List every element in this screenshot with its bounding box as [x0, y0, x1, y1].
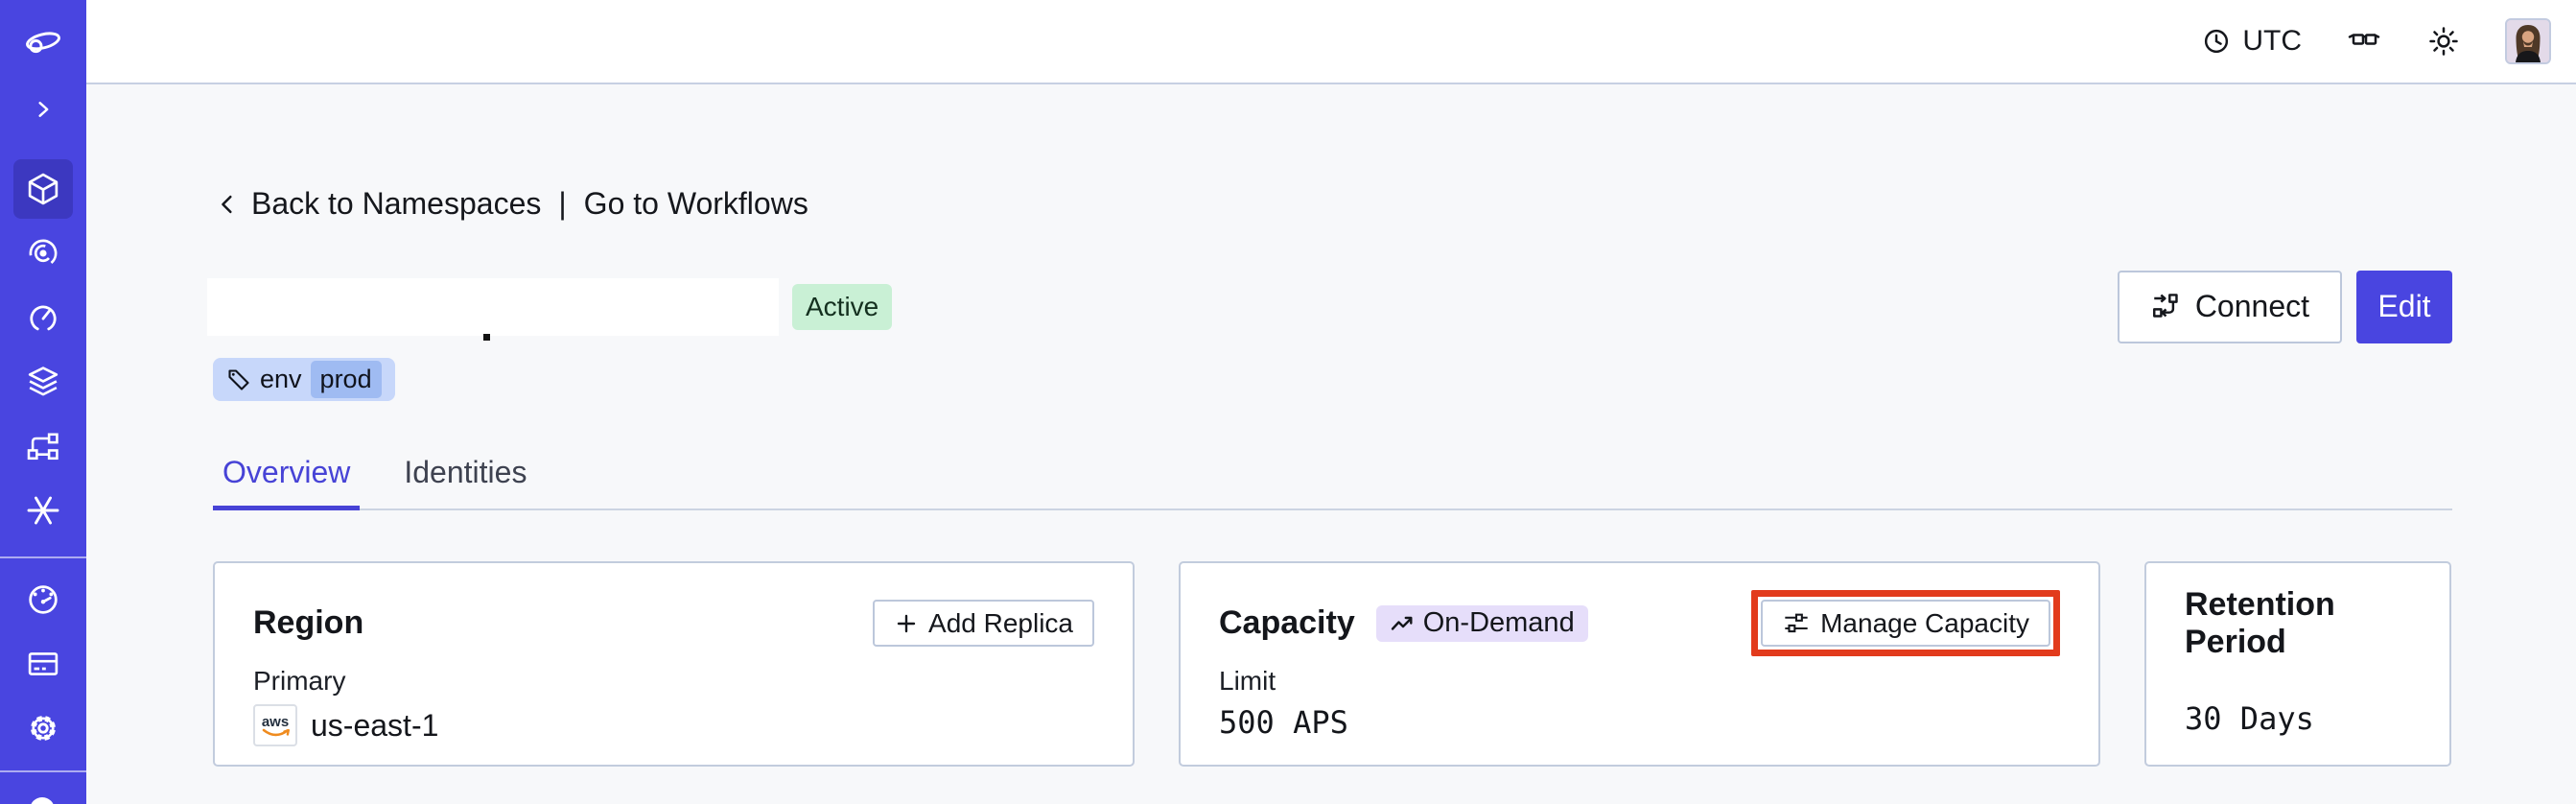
theme-toggle-button[interactable]: [2426, 24, 2461, 59]
sidebar-item-settings[interactable]: [13, 698, 73, 758]
cube-icon: [28, 173, 59, 205]
sun-icon: [2429, 27, 2458, 56]
namespace-name-redacted: [207, 277, 779, 341]
namespace-header: Active Connect Edit: [207, 270, 2452, 343]
billing-card-icon: [28, 652, 59, 675]
layers-icon: [28, 367, 59, 396]
region-card: Region Add Replica Primary aws: [213, 561, 1135, 767]
timezone-label: UTC: [2242, 25, 2302, 57]
edit-button[interactable]: Edit: [2356, 270, 2452, 343]
region-value: us-east-1: [311, 707, 439, 743]
sidebar-divider: [0, 556, 86, 558]
plus-icon: [897, 614, 916, 632]
capacity-value: 500 APS: [1219, 704, 1348, 741]
status-badge: Active: [792, 283, 893, 330]
chevron-left-icon: [222, 195, 232, 213]
branch-pipeline-icon: [27, 433, 59, 461]
region-field-label: Primary: [253, 666, 346, 696]
avatar-image: [2507, 20, 2549, 62]
annotation-highlight: Manage Capacity: [1751, 590, 2060, 656]
aws-logo: aws: [253, 704, 297, 746]
manage-capacity-button[interactable]: Manage Capacity: [1761, 600, 2050, 647]
connect-button[interactable]: Connect: [2117, 270, 2342, 343]
sidebar-divider: [0, 770, 86, 772]
sidebar-item-schedules[interactable]: [13, 288, 73, 347]
trending-up-icon: [1391, 616, 1413, 630]
glasses-icon: [2348, 34, 2380, 45]
add-replica-label: Add Replica: [928, 607, 1073, 638]
topbar: UTC: [86, 0, 2576, 84]
sidebar-item-billing[interactable]: [13, 634, 73, 694]
overview-cards: Region Add Replica Primary aws: [213, 561, 2452, 767]
asterisk-icon: [27, 496, 59, 525]
gear-icon: [31, 716, 56, 741]
capacity-card-title: Capacity: [1219, 604, 1355, 641]
tag-key: env: [260, 365, 302, 393]
sidebar: [0, 0, 86, 804]
capacity-card-header: Capacity On-Demand: [1219, 590, 2060, 656]
tag-row: env prod: [213, 358, 2452, 401]
temporal-logo-icon[interactable]: [0, 0, 86, 84]
retention-card: Retention Period 30 Days: [2144, 561, 2451, 767]
capacity-field-label: Limit: [1219, 666, 1276, 696]
add-replica-button[interactable]: Add Replica: [873, 600, 1094, 647]
namespace-title-group: Active: [207, 270, 893, 343]
retention-value: 30 Days: [2185, 700, 2314, 737]
tag-icon: [228, 368, 249, 390]
sidebar-item-nexus[interactable]: [13, 481, 73, 540]
retention-card-title: Retention Period: [2185, 585, 2335, 660]
speedometer-icon: [29, 585, 58, 614]
sliders-icon: [1785, 613, 1808, 632]
labs-toggle-button[interactable]: [2346, 25, 2382, 58]
tab-bar: Overview Identities: [213, 455, 2452, 510]
breadcrumb-separator: |: [558, 186, 567, 221]
sidebar-nav: [13, 159, 73, 545]
sidebar-item-batch-operations[interactable]: [13, 352, 73, 412]
retention-card-header: Retention Period: [2185, 586, 2411, 660]
connect-button-label: Connect: [2194, 289, 2309, 323]
topbar-actions: UTC: [2200, 18, 2551, 64]
sidebar-nav-secondary: [13, 570, 73, 763]
breadcrumb-back-link[interactable]: Back to Namespaces: [251, 186, 542, 221]
clock-icon: [2205, 29, 2229, 54]
region-value-row: aws us-east-1: [253, 704, 1094, 746]
tag-value: prod: [310, 361, 382, 398]
redaction-artifact: [483, 333, 490, 341]
sidebar-item-usage[interactable]: [13, 570, 73, 629]
namespace-actions: Connect Edit: [2117, 270, 2452, 343]
capacity-card: Capacity On-Demand: [1179, 561, 2100, 767]
timer-icon: [30, 305, 57, 332]
timezone-button[interactable]: UTC: [2200, 25, 2302, 58]
on-demand-label: On-Demand: [1422, 607, 1575, 638]
capacity-title-group: Capacity On-Demand: [1219, 604, 1588, 642]
sidebar-item-namespaces[interactable]: [13, 159, 73, 219]
sidebar-item-workflows[interactable]: [13, 224, 73, 283]
region-card-header: Region Add Replica: [253, 600, 1094, 647]
on-demand-badge: On-Demand: [1375, 604, 1588, 642]
sidebar-item-deployments[interactable]: [13, 416, 73, 476]
sidebar-item-partial-icon[interactable]: [30, 797, 55, 804]
breadcrumb: Back to Namespaces | Go to Workflows: [213, 186, 2452, 222]
spiral-icon: [29, 239, 58, 268]
avatar[interactable]: [2505, 18, 2551, 64]
tab-identities[interactable]: Identities: [404, 455, 527, 489]
sidebar-expand-button[interactable]: [0, 84, 86, 134]
svg-text:aws: aws: [262, 714, 289, 730]
region-card-title: Region: [253, 604, 364, 641]
tab-overview[interactable]: Overview: [213, 455, 361, 510]
breadcrumb-workflows-link[interactable]: Go to Workflows: [583, 186, 808, 221]
tag-env-prod[interactable]: env prod: [213, 358, 395, 401]
connect-flow-icon: [2152, 293, 2178, 318]
manage-capacity-label: Manage Capacity: [1820, 607, 2029, 638]
chevron-right-icon: [38, 102, 49, 117]
main-content: Back to Namespaces | Go to Workflows Act…: [207, 84, 2452, 767]
